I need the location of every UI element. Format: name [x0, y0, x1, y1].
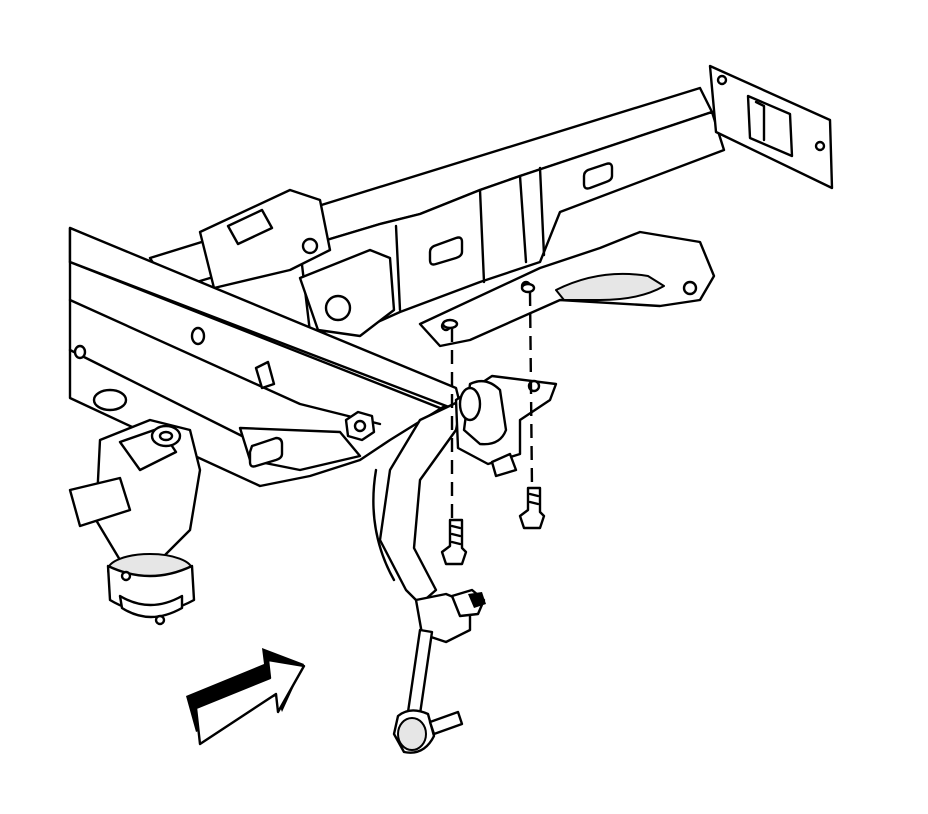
suspension-mount — [68, 418, 202, 626]
front-of-vehicle-arrow — [186, 648, 306, 746]
stabilizer-bar-bushing-clamp — [454, 374, 558, 478]
bushing-clamp-bolt-right — [518, 282, 546, 530]
stabilizer-link — [392, 588, 486, 754]
rear-crossmember — [148, 64, 834, 348]
bushing-clamp-bolt-left — [440, 318, 468, 566]
